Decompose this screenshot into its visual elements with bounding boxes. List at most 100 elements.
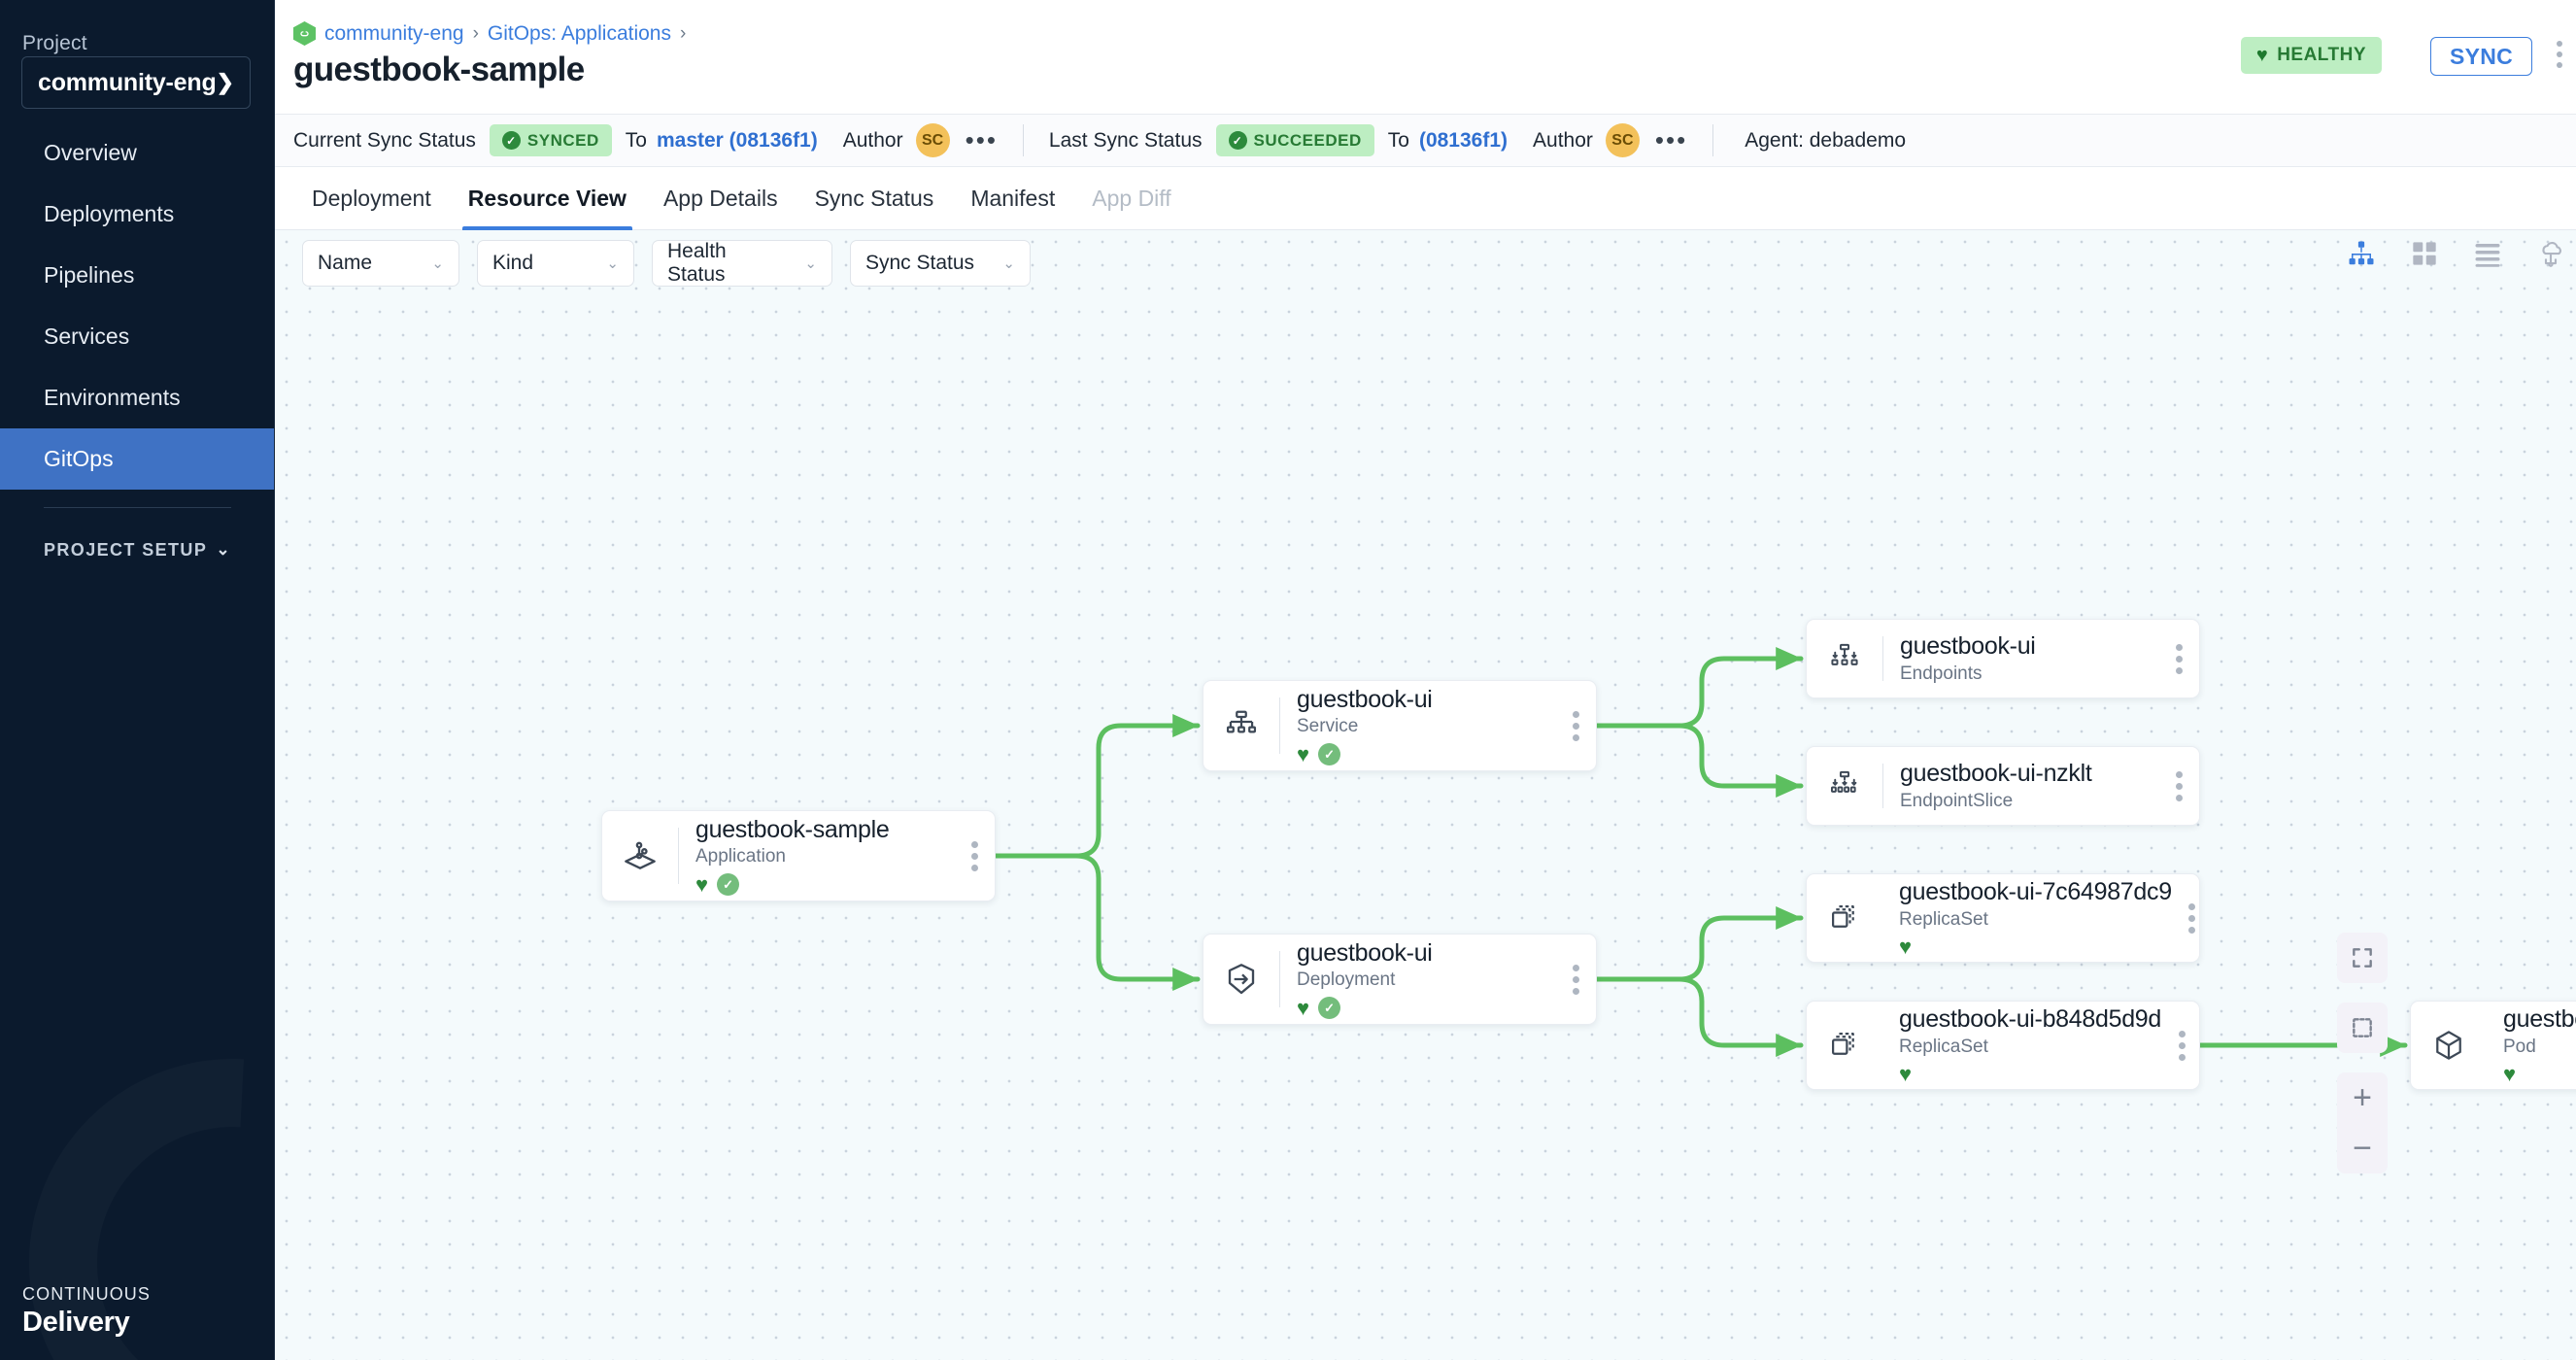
sidebar: Project community-eng ❯ Overview Deploym… <box>0 0 275 1360</box>
tab-resource-view[interactable]: Resource View <box>450 167 645 230</box>
node-kind: ReplicaSet <box>1899 1037 2161 1058</box>
replicaset-icon <box>1807 874 1882 962</box>
node-more-menu-icon[interactable] <box>2161 1002 2202 1089</box>
canvas-zoom-controls: + − <box>2337 933 2388 1173</box>
health-badge-label: HEALTHY <box>2277 45 2366 66</box>
health-heart-icon: ♥ <box>1297 744 1309 765</box>
select-area-button[interactable] <box>2337 1003 2388 1053</box>
zoom-out-button[interactable]: − <box>2337 1123 2388 1173</box>
graph-node-replicaset-1[interactable]: guestbook-ui-7c64987dc9 ReplicaSet ♥ <box>1806 873 2200 963</box>
sync-status-bar: Current Sync Status ✓ SYNCED To master (… <box>275 114 2576 167</box>
filter-health-status-dropdown[interactable]: Health Status ⌄ <box>652 240 832 287</box>
zoom-in-out-group: + − <box>2337 1072 2388 1173</box>
sidebar-item-pipelines[interactable]: Pipelines <box>0 245 275 306</box>
breadcrumb-section-link[interactable]: GitOps: Applications <box>488 22 671 46</box>
node-kind: Endpoints <box>1900 663 2158 685</box>
avatar: SC <box>1606 123 1640 157</box>
application-icon <box>602 811 678 901</box>
tab-app-details[interactable]: App Details <box>645 167 797 230</box>
topbar: community-eng › GitOps: Applications › g… <box>275 0 2576 114</box>
project-selector[interactable]: community-eng ❯ <box>21 56 251 109</box>
tree-view-icon[interactable] <box>2346 238 2377 269</box>
filter-kind-dropdown[interactable]: Kind ⌄ <box>477 240 634 287</box>
project-badge-icon <box>293 21 316 46</box>
replicaset-icon <box>1807 1002 1882 1089</box>
sidebar-item-environments[interactable]: Environments <box>0 367 275 428</box>
last-revision-link[interactable]: (08136f1) <box>1419 129 1508 153</box>
node-badges: ♥ ✓ <box>695 873 954 896</box>
health-heart-icon: ♥ <box>1297 998 1309 1019</box>
topbar-more-menu-icon[interactable] <box>2557 41 2562 68</box>
node-content: guestbook-ui Service ♥ ✓ <box>1280 681 1555 770</box>
sidebar-item-deployments[interactable]: Deployments <box>0 184 275 245</box>
brand-logo: CONTINUOUS Delivery <box>22 1284 151 1339</box>
sync-button[interactable]: SYNC <box>2430 37 2532 76</box>
current-more-menu-icon[interactable]: ••• <box>966 133 998 149</box>
network-view-icon[interactable] <box>2535 238 2566 269</box>
node-more-menu-icon[interactable] <box>954 811 995 901</box>
sidebar-nav: Overview Deployments Pipelines Services … <box>0 122 275 572</box>
deployment-icon <box>1203 935 1279 1024</box>
succeeded-label: SUCCEEDED <box>1254 131 1362 151</box>
sidebar-item-label: GitOps <box>44 446 114 472</box>
tab-manifest[interactable]: Manifest <box>952 167 1073 230</box>
sidebar-item-gitops[interactable]: GitOps <box>0 428 275 490</box>
current-author-label: Author <box>843 129 903 153</box>
graph-node-pod[interactable]: guestbook-ui-b848d5d9... Pod ♥ <box>2410 1001 2576 1090</box>
breadcrumb-project-link[interactable]: community-eng <box>324 22 464 46</box>
pod-icon <box>2411 1002 2487 1089</box>
sidebar-divider <box>44 507 231 508</box>
current-sync-status-label: Current Sync Status <box>293 129 476 153</box>
node-content: guestbook-ui Endpoints <box>1883 620 2158 697</box>
graph-node-endpoints[interactable]: guestbook-ui Endpoints <box>1806 619 2200 698</box>
resource-graph: guestbook-sample Application ♥ ✓ <box>275 230 2576 1360</box>
sidebar-section-project-setup[interactable]: PROJECT SETUP ⌄ <box>0 527 275 572</box>
filter-name-dropdown[interactable]: Name ⌄ <box>302 240 459 287</box>
node-title: guestbook-ui <box>1900 632 2158 661</box>
sidebar-item-overview[interactable]: Overview <box>0 122 275 184</box>
node-badges: ♥ <box>1899 1064 2161 1085</box>
tab-sync-status[interactable]: Sync Status <box>797 167 953 230</box>
health-heart-icon: ♥ <box>1899 936 1912 958</box>
tab-deployment[interactable]: Deployment <box>293 167 450 230</box>
tab-app-diff: App Diff <box>1073 167 1189 230</box>
node-title: guestbook-ui-b848d5d9d <box>1899 1005 2161 1034</box>
grid-view-icon[interactable] <box>2409 238 2440 269</box>
graph-node-endpointslice[interactable]: guestbook-ui-nzklt EndpointSlice <box>1806 746 2200 826</box>
synced-label: SYNCED <box>527 131 599 151</box>
node-title: guestbook-ui-7c64987dc9 <box>1899 878 2172 906</box>
fit-screen-button[interactable] <box>2337 933 2388 983</box>
heart-icon: ♥ <box>2256 46 2268 65</box>
node-content: guestbook-ui-b848d5d9d ReplicaSet ♥ <box>1882 1002 2161 1089</box>
last-more-menu-icon[interactable]: ••• <box>1655 133 1687 149</box>
node-more-menu-icon[interactable] <box>2158 747 2199 825</box>
graph-node-deployment[interactable]: guestbook-ui Deployment ♥ ✓ <box>1203 934 1597 1025</box>
sidebar-item-services[interactable]: Services <box>0 306 275 367</box>
node-more-menu-icon[interactable] <box>1555 935 1596 1024</box>
resource-graph-canvas[interactable]: Name ⌄ Kind ⌄ Health Status ⌄ Sync Statu… <box>275 230 2576 1360</box>
zoom-in-button[interactable]: + <box>2337 1072 2388 1123</box>
node-kind: ReplicaSet <box>1899 909 2172 931</box>
graph-node-service[interactable]: guestbook-ui Service ♥ ✓ <box>1203 680 1597 771</box>
filter-label: Sync Status <box>865 252 974 275</box>
node-more-menu-icon[interactable] <box>2158 620 2199 697</box>
status-badge-synced: ✓ SYNCED <box>490 124 612 156</box>
graph-node-application[interactable]: guestbook-sample Application ♥ ✓ <box>601 810 996 901</box>
last-to-label: To <box>1388 129 1409 153</box>
node-more-menu-icon[interactable] <box>2172 874 2213 962</box>
breadcrumb: community-eng › GitOps: Applications › <box>293 21 686 46</box>
tab-bar: Deployment Resource View App Details Syn… <box>275 167 2576 230</box>
filter-label: Name <box>318 252 372 275</box>
agent-label: Agent: debademo <box>1745 129 1906 153</box>
filter-sync-status-dropdown[interactable]: Sync Status ⌄ <box>850 240 1031 287</box>
status-badge-health: ♥ HEALTHY <box>2241 37 2382 74</box>
service-icon <box>1203 681 1279 770</box>
node-more-menu-icon[interactable] <box>1555 681 1596 770</box>
divider <box>1712 124 1713 156</box>
list-view-icon[interactable] <box>2472 238 2503 269</box>
chevron-right-icon: ❯ <box>217 72 234 93</box>
breadcrumb-separator: › <box>680 23 686 45</box>
graph-node-replicaset-2[interactable]: guestbook-ui-b848d5d9d ReplicaSet ♥ <box>1806 1001 2200 1090</box>
node-kind: Application <box>695 846 954 867</box>
current-revision-link[interactable]: master (08136f1) <box>657 129 818 153</box>
